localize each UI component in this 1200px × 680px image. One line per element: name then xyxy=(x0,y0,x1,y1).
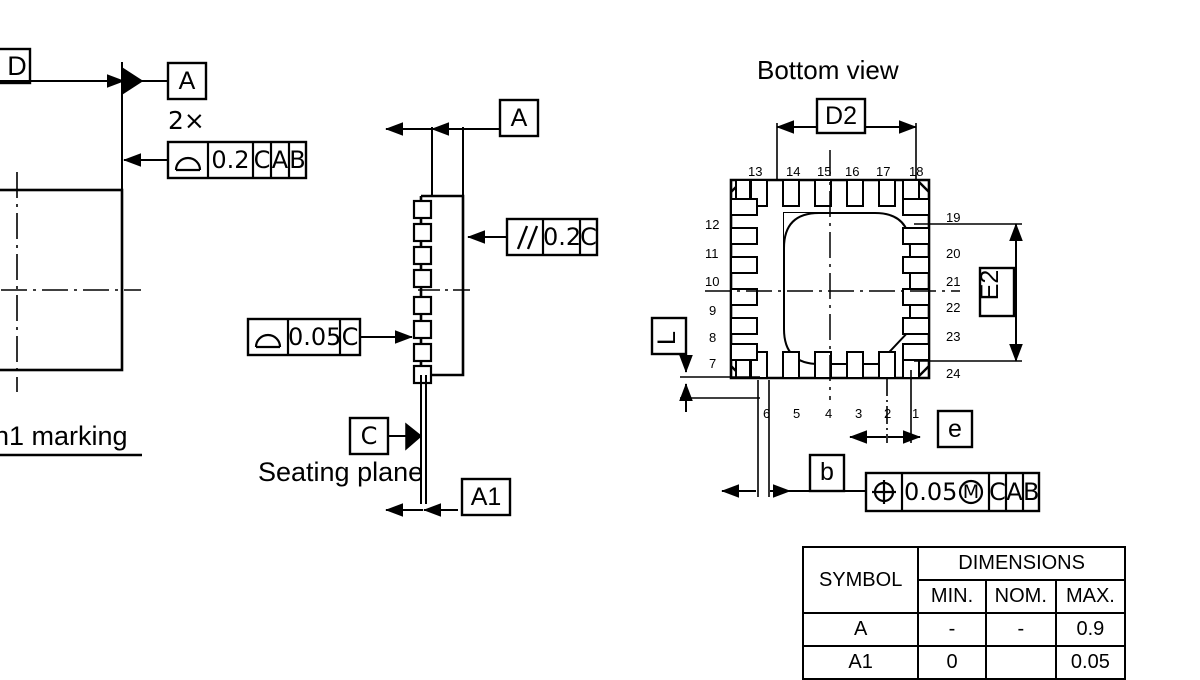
pin-number-24: 24 xyxy=(946,366,961,381)
seating-plane-label: Seating plane xyxy=(258,457,424,487)
leads-right xyxy=(902,198,930,361)
pin-number-7: 7 xyxy=(709,356,717,371)
dim-d2-label: D2 xyxy=(825,102,857,130)
dim-e2-frame xyxy=(978,266,1016,318)
leads-top xyxy=(735,179,920,207)
pin-number-5: 5 xyxy=(793,406,801,421)
dim-e-label: e xyxy=(948,415,962,443)
pin-number-17: 17 xyxy=(876,164,891,179)
dimensions-table: SYMBOL DIMENSIONS MIN. NOM. MAX. A - - 0… xyxy=(801,546,1127,680)
pin-number-21: 21 xyxy=(946,274,961,289)
pin-number-13: 13 xyxy=(748,164,763,179)
datum-a1-label: A1 xyxy=(470,483,502,511)
row-symbol-a: A xyxy=(801,612,920,647)
position-datum-c: C xyxy=(989,478,1006,506)
profile-datum-b: B xyxy=(289,146,306,174)
pin-number-2: 2 xyxy=(884,406,892,421)
pin-number-12: 12 xyxy=(705,217,720,232)
position-datum-a: A xyxy=(1006,478,1023,506)
pin-number-4: 4 xyxy=(825,406,833,421)
pin-number-14: 14 xyxy=(786,164,801,179)
side-view-group xyxy=(246,98,599,517)
header-min: MIN. xyxy=(917,579,987,614)
profile-of-surface-icon xyxy=(174,156,202,171)
pin-number-11: 11 xyxy=(705,246,719,261)
top-view-profile-fcf xyxy=(166,140,308,180)
row-nom-a: - xyxy=(984,612,1057,647)
side-datum-a-label: A xyxy=(510,104,528,132)
pin-number-16: 16 xyxy=(845,164,860,179)
row-symbol-a1: A1 xyxy=(801,645,920,680)
dim-l-frame xyxy=(650,316,688,356)
pin-number-9: 9 xyxy=(709,303,717,318)
datum-c-triangle xyxy=(405,422,423,451)
dim-e-frame xyxy=(936,409,974,449)
profile-of-surface-icon-2 xyxy=(254,333,282,348)
profile-tolerance-value: 0.2 xyxy=(211,146,250,174)
datum-a1-frame xyxy=(460,477,512,517)
header-symbol: SYMBOL xyxy=(801,546,920,614)
pin-number-3: 3 xyxy=(855,406,863,421)
dim-b-label: b xyxy=(820,458,834,486)
table-header-row-2: MIN. NOM. MAX. xyxy=(803,579,1127,614)
header-max: MAX. xyxy=(1054,579,1127,614)
side-view-datum-a-frame xyxy=(498,98,540,138)
side-view-parallelism-fcf xyxy=(505,217,599,257)
pin-number-18: 18 xyxy=(909,164,924,179)
header-nom: NOM. xyxy=(984,579,1057,614)
pin-number-10: 10 xyxy=(705,274,720,289)
side-profile-datum-c: C xyxy=(341,323,359,351)
datum-a-label: A xyxy=(178,67,196,95)
top-view-group xyxy=(0,47,308,457)
datum-c-label: C xyxy=(360,422,378,450)
pad-corner-tl xyxy=(783,212,820,249)
parallelism-tolerance-value: 0.2 xyxy=(543,223,582,251)
datum-d-frame xyxy=(0,47,32,85)
pin-number-23: 23 xyxy=(946,329,961,344)
position-tolerance-value: 0.05 xyxy=(904,478,958,506)
parallelism-icon xyxy=(516,225,529,250)
position-datum-b: B xyxy=(1023,478,1040,506)
table-row: A1 0 0.05 xyxy=(801,645,1127,680)
dim-l-label: L xyxy=(653,331,681,345)
table-row: A - - 0.9 xyxy=(801,612,1127,647)
multiplier-note: 2× xyxy=(168,106,205,135)
row-max-a1: 0.05 xyxy=(1054,645,1127,680)
pin-number-1: 1 xyxy=(912,406,920,421)
datum-d-label: D xyxy=(7,51,27,81)
pin-number-15: 15 xyxy=(817,164,832,179)
side-view-leads xyxy=(412,199,433,385)
position-modifier-m: M xyxy=(962,481,980,503)
exposed-thermal-pad xyxy=(783,212,911,365)
mmc-modifier-icon xyxy=(958,479,984,505)
pin-number-22: 22 xyxy=(946,300,961,315)
side-view-profile-fcf xyxy=(246,317,362,357)
position-fcf xyxy=(864,471,1041,513)
profile-datum-a: A xyxy=(271,146,289,174)
table-header-row-1: SYMBOL DIMENSIONS xyxy=(801,546,1126,614)
dim-e2-label: E2 xyxy=(976,269,1004,301)
dim-b-frame xyxy=(808,453,846,493)
profile-datum-c: C xyxy=(253,146,271,174)
bottom-view-title: Bottom view xyxy=(757,55,899,85)
pin1-marking-label: Pin1 marking xyxy=(0,421,128,451)
leads-bottom xyxy=(735,351,920,379)
header-dimensions: DIMENSIONS xyxy=(917,546,1126,581)
pin-number-6: 6 xyxy=(763,406,771,421)
row-min-a1: 0 xyxy=(917,645,987,680)
side-profile-tolerance-value: 0.05 xyxy=(288,323,342,351)
row-min-a: - xyxy=(917,612,987,647)
top-view-package-body xyxy=(0,188,124,372)
bottom-view-group xyxy=(650,97,1041,513)
pin-number-19: 19 xyxy=(946,210,961,225)
datum-a-frame xyxy=(166,61,208,101)
leads-left xyxy=(730,198,758,361)
pin-number-20: 20 xyxy=(946,246,961,261)
dim-d2-frame xyxy=(815,97,867,135)
row-max-a: 0.9 xyxy=(1054,612,1127,647)
row-nom-a1 xyxy=(984,645,1057,680)
parallelism-datum-c: C xyxy=(580,223,597,251)
pin-number-8: 8 xyxy=(709,330,717,345)
